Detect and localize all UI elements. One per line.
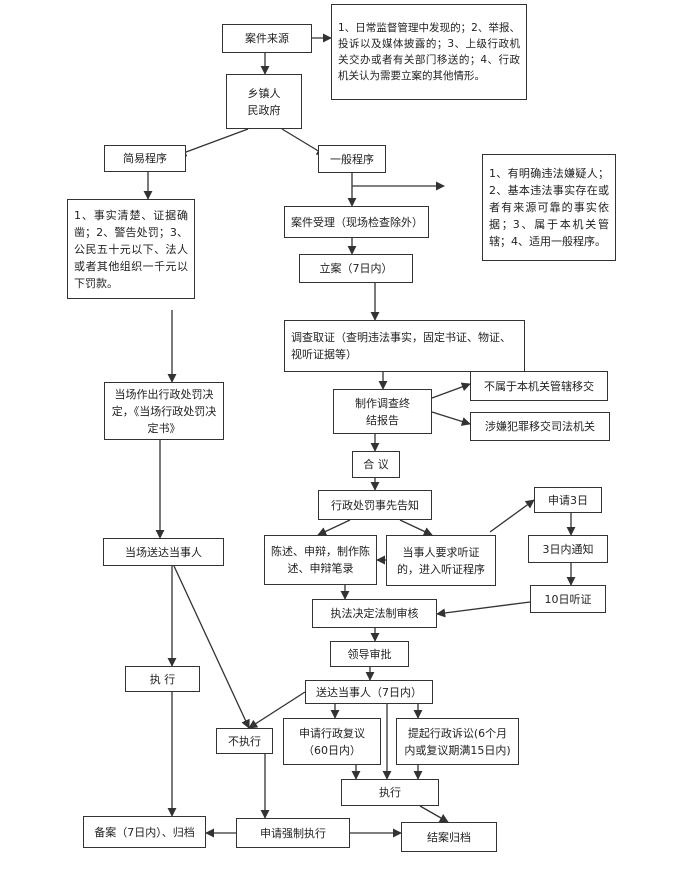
node-transfer-judicial: 涉嫌犯罪移交司法机关 (470, 412, 610, 441)
node-source-note: 1、日常监督管理中发现的；2、举报、投诉以及媒体披露的；3、上级行政机关交办或者… (331, 4, 527, 100)
node-admin-reconsideration: 申请行政复议（60日内） (283, 718, 381, 765)
node-case-source: 案件来源 (222, 24, 312, 53)
node-simple-conditions: 1、事实清楚、证据确凿；2、警告处罚；3、公民五十元以下、法人或者其他组织一千元… (67, 199, 195, 299)
connector-notice-to-statement (317, 519, 351, 536)
connector-deliver-to-not-execute-general (248, 691, 306, 729)
node-case-acceptance: 案件受理（现场检查除外） (284, 206, 429, 238)
node-investigation-report: 制作调查终结报告 (333, 389, 432, 434)
node-not-execute: 不执行 (216, 728, 273, 754)
node-township-gov: 乡镇人民政府 (226, 74, 302, 129)
node-general-conditions: 1、有明确违法嫌疑人；2、基本违法事实存在或者有来源可靠的事实依据；3、属于本机… (482, 154, 616, 261)
node-apply-enforcement: 申请强制执行 (236, 818, 350, 848)
node-notify-3days: 3日内通知 (528, 535, 608, 563)
connector-hearing10-to-review (436, 601, 531, 618)
node-apply-3days: 申请3日 (534, 487, 602, 513)
node-statement-defense: 陈述、申辩，制作陈述、申辩笔录 (264, 535, 377, 585)
node-filing: 立案（7日内） (299, 254, 413, 283)
connector-notice-to-hearing (399, 519, 433, 536)
node-filing-archive: 备案（7日内）、归档 (83, 816, 206, 848)
node-legal-review: 执法决定法制审核 (312, 599, 437, 628)
node-deliberation: 合 议 (352, 451, 400, 478)
connector-execute-to-closed (419, 805, 449, 823)
connector-deliver-to-not-execute (173, 565, 250, 729)
node-admin-litigation: 提起行政诉讼(6个月内或复议期满15日内) (396, 718, 519, 765)
node-execute-simple: 执 行 (125, 666, 200, 692)
node-transfer-jurisdiction: 不属于本机关管辖移交 (470, 371, 608, 401)
node-simple-procedure: 简易程序 (104, 145, 186, 172)
node-hearing-10days: 10日听证 (530, 585, 606, 613)
connector-hearing-to-apply (489, 499, 535, 533)
node-general-procedure: 一般程序 (318, 145, 386, 173)
node-investigation: 调查取证（查明违法事实，固定书证、物证、视听证据等） (284, 320, 525, 372)
node-case-closed: 结案归档 (401, 822, 497, 852)
node-onsite-deliver: 当场送达当事人 (103, 538, 224, 566)
node-prior-notice: 行政处罚事先告知 (318, 490, 432, 520)
node-leader-approval: 领导审批 (330, 641, 409, 667)
node-deliver-party: 送达当事人（7日内） (305, 680, 433, 704)
connector-report-to-transfer-judicial (431, 411, 471, 426)
node-execute-general: 执行 (341, 779, 439, 806)
node-onsite-decision: 当场作出行政处罚决定，《当场行政处罚决定书》 (104, 382, 224, 440)
node-hearing-request: 当事人要求听证的，进入听证程序 (386, 535, 496, 586)
connector-township-to-general (281, 128, 326, 156)
connector-report-to-transfer-jurisdiction (431, 382, 471, 399)
connector-township-to-simple (177, 128, 249, 157)
